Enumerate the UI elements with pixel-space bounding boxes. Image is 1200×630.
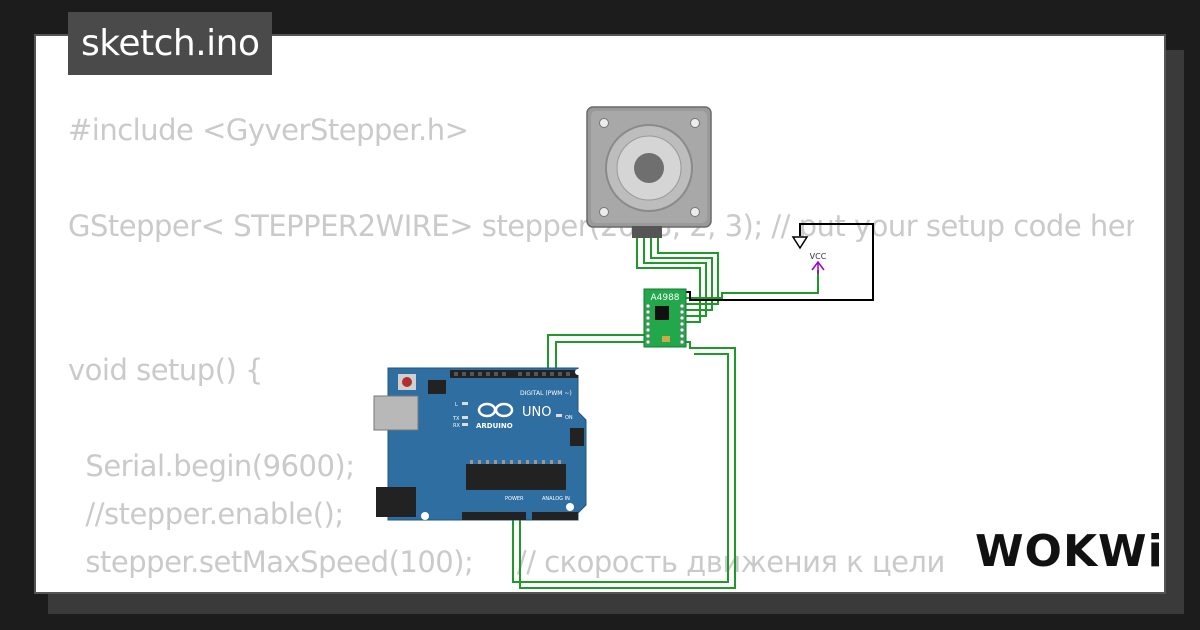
driver-label: A4988	[650, 293, 679, 303]
wokwi-logo: WOKWi	[975, 524, 1163, 580]
digital-label: DIGITAL (PWM ~)	[520, 390, 572, 397]
vcc-symbol: VCC	[810, 252, 827, 274]
board-brand: ARDUINO	[476, 422, 513, 430]
file-tab[interactable]: sketch.ino	[68, 12, 273, 75]
ground-symbol	[791, 236, 809, 250]
rx-label: RX	[453, 423, 460, 429]
a4988-driver[interactable]: A4988	[643, 288, 687, 348]
code-line: void setup() {	[68, 353, 264, 387]
code-line: Serial.begin(9600);	[68, 449, 355, 483]
arduino-logo: UNO ARDUINO	[476, 402, 551, 430]
code-line	[68, 394, 1134, 442]
arduino-uno[interactable]: DIGITAL (PWM ~) UNO ARDUINO TX RX L ON P…	[373, 367, 587, 521]
code-line	[68, 298, 1134, 346]
code-line	[68, 250, 1134, 298]
l-label: L	[455, 402, 458, 408]
wires	[512, 238, 819, 589]
code-line: #include <GyverStepper.h>	[68, 113, 469, 147]
power-label: POWER	[505, 496, 524, 502]
ground-wire	[685, 223, 874, 301]
vcc-label: VCC	[810, 252, 827, 261]
code-line: //stepper.enable();	[68, 497, 344, 531]
analog-label: ANALOG IN	[542, 496, 570, 502]
tx-label: TX	[452, 416, 460, 422]
stepper-motor[interactable]	[586, 106, 712, 238]
code-line: stepper.setMaxSpeed(100); // скорость дв…	[68, 545, 945, 579]
board-model: UNO	[522, 405, 551, 420]
on-label: ON	[565, 415, 573, 421]
